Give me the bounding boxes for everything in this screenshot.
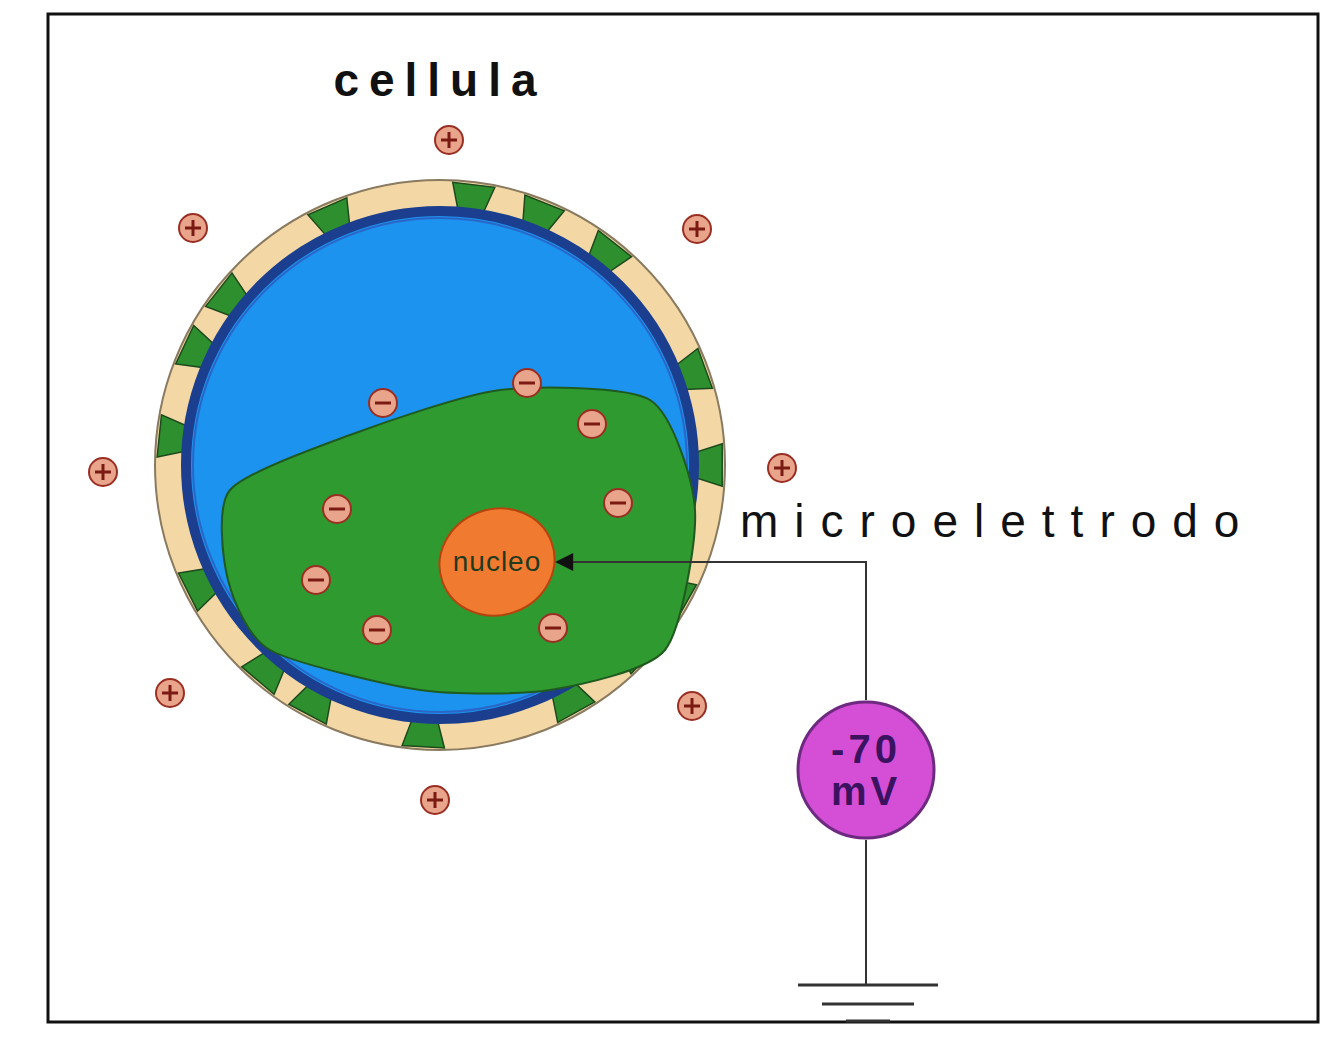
positive-charge <box>435 126 463 154</box>
cell-body-outline <box>150 40 730 760</box>
cell-drawing <box>155 180 725 750</box>
negative-charge <box>513 369 541 397</box>
ground-wire <box>865 840 867 985</box>
ground-symbol <box>798 985 938 1021</box>
positive-charge <box>89 458 117 486</box>
nucleus-label: nucleo <box>453 547 542 576</box>
positive-charge <box>421 786 449 814</box>
negative-charge <box>302 566 330 594</box>
cell-heading: cellula <box>150 56 730 104</box>
voltage-reading: -70 mV <box>820 728 912 812</box>
positive-charges <box>89 126 796 814</box>
negative-charge <box>539 614 567 642</box>
negative-charge <box>604 489 632 517</box>
negative-charge <box>578 410 606 438</box>
positive-charge <box>156 679 184 707</box>
cytoplasm <box>222 388 695 694</box>
negative-charge <box>363 616 391 644</box>
frame <box>48 14 1318 1022</box>
cell-body: cellula nucleo <box>150 40 730 760</box>
voltmeter-circle: -70 mV <box>796 700 936 840</box>
negative-charge <box>369 389 397 417</box>
electrode-label: microelettrodo <box>740 498 1255 544</box>
membrane-channel <box>696 444 723 486</box>
nucleus-ellipse: nucleo <box>437 507 557 617</box>
positive-charge <box>678 692 706 720</box>
positive-charge <box>768 454 796 482</box>
positive-charge <box>179 214 207 242</box>
negative-charge <box>323 495 351 523</box>
positive-charge <box>683 215 711 243</box>
